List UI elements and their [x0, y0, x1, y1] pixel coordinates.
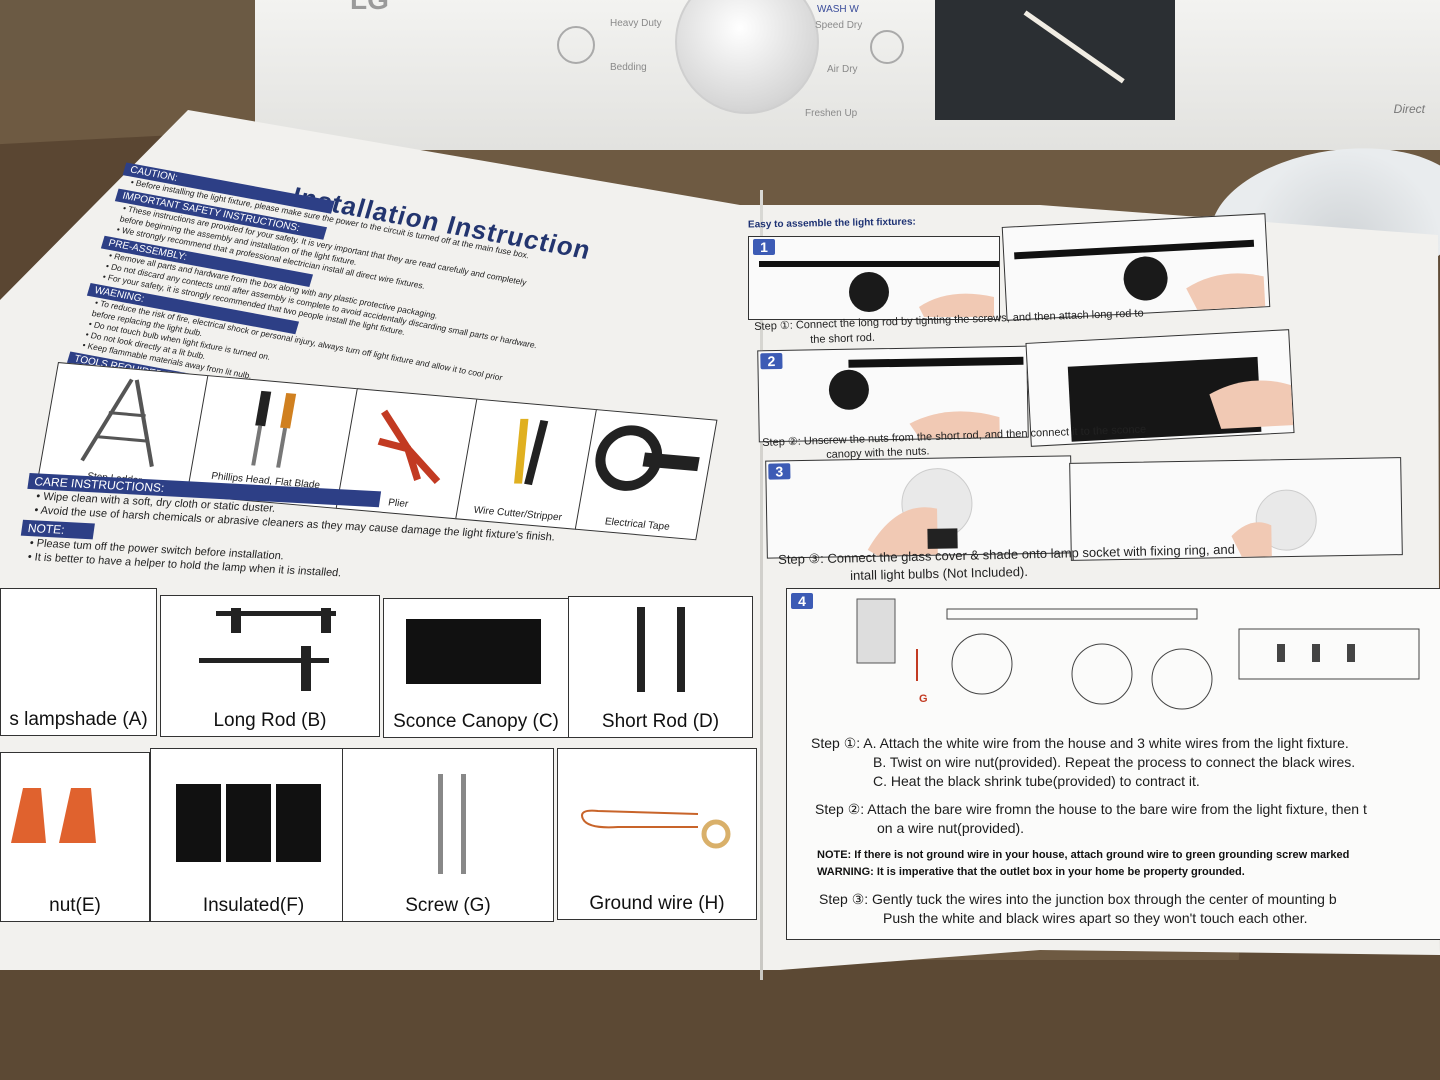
- washer-option: Heavy Duty: [610, 18, 662, 29]
- washer-option: Speed Dry: [815, 20, 863, 31]
- play-pause-icon: [870, 30, 904, 64]
- sheet-fold: [760, 190, 763, 980]
- part-label: s lampshade (A): [9, 709, 148, 730]
- diagram-label-g: G: [919, 693, 928, 705]
- fixture-wiring-diagram: [856, 598, 1420, 710]
- part-label: Long Rod (B): [213, 710, 327, 731]
- step2-photo-b: [1025, 329, 1295, 447]
- step-badge: 2: [760, 352, 783, 370]
- nut-unscrew-photo: [828, 356, 1024, 439]
- wiring-step2: Step ②: Attach the bare wire fromn the h…: [815, 801, 1367, 817]
- canopy-connect-photo: [1067, 356, 1294, 442]
- washer-option: WASH W: [817, 4, 859, 15]
- wiring-step1: Step ①: A. Attach the white wire from th…: [811, 735, 1349, 751]
- wiring-step1: C. Heat the black shrink tube(provided) …: [873, 773, 1200, 789]
- washer-option: Bedding: [610, 62, 647, 73]
- wiring-step3: Push the white and black wires apart so …: [883, 910, 1308, 926]
- wiring-note: NOTE: If there is not ground wire in you…: [817, 849, 1350, 861]
- washer-brand-logo: LG: [350, 0, 389, 16]
- part-label: Ground wire (H): [589, 893, 725, 914]
- washer-option: Freshen Up: [805, 108, 858, 119]
- step-badge: 4: [791, 593, 813, 609]
- ground-wire-icon: [581, 809, 731, 849]
- step-badge: 3: [768, 463, 791, 480]
- tool-step-ladder: Step Ladder: [36, 362, 210, 496]
- wiring-warning: WARNING: It is imperative that the outle…: [817, 866, 1245, 878]
- part-sconce-canopy: Sconce Canopy (C): [383, 598, 569, 738]
- wire-cutter-icon: [514, 418, 549, 486]
- tools-row: Step Ladder Phillips Head, Flat Blade Sc…: [34, 362, 718, 558]
- tool-wire-cutter: Wire Cutter/Stripper: [455, 398, 598, 530]
- washer-control-panel: LG Heavy Duty Bedding WASH W Speed Dry A…: [255, 0, 1440, 150]
- short-rod-icon: [637, 607, 685, 692]
- shrink-tube-icon: [176, 784, 321, 862]
- step2-photo-a: 2: [757, 345, 1029, 443]
- part-short-rod: Short Rod (D): [568, 596, 753, 738]
- part-long-rod: Long Rod (B): [160, 595, 380, 737]
- step-ladder-icon: [80, 378, 154, 468]
- tool-screwdrivers: Phillips Head, Flat Blade Screwdrivers: [186, 375, 359, 509]
- plier-icon: [377, 409, 441, 484]
- part-lampshade: s lampshade (A): [0, 588, 157, 736]
- part-label: Sconce Canopy (C): [393, 711, 559, 732]
- part-screw: Screw (G): [342, 748, 554, 922]
- part-wire-nut: nut(E): [0, 752, 150, 922]
- step-badge: 1: [753, 239, 775, 255]
- washer-direct-label: Direct: [1393, 102, 1425, 116]
- tool-electrical-tape: Electrical Tape: [574, 409, 718, 541]
- part-label: Short Rod (D): [601, 711, 720, 732]
- wiring-step2: on a wire nut(provided).: [877, 820, 1025, 836]
- step1-text: the short rod.: [810, 331, 876, 346]
- step1-photo-b: [1001, 213, 1271, 321]
- rod-assembly-photo: [759, 261, 999, 317]
- step3-photo-b: [1069, 457, 1403, 561]
- screw-icon: [438, 774, 466, 874]
- power-button-icon: [557, 26, 595, 64]
- shade-attach-photo: [1231, 489, 1317, 557]
- screwdriver-icon: [251, 390, 297, 468]
- cardboard-bottom: [0, 960, 1440, 1080]
- rod-screw-photo: [1014, 239, 1266, 310]
- part-label: Insulated(F): [202, 895, 305, 916]
- washer-option: Air Dry: [827, 64, 858, 75]
- canopy-plate: [406, 619, 541, 684]
- tool-plier: Plier: [335, 388, 479, 520]
- wiring-step3: Step ③: Gently tuck the wires into the j…: [819, 891, 1337, 907]
- part-label: nut(E): [49, 895, 101, 916]
- wire-nut-icon: [11, 788, 96, 843]
- electrical-tape-icon: [595, 425, 700, 491]
- part-insulated-tube: Insulated(F): [150, 748, 357, 922]
- washer-display: [935, 0, 1175, 120]
- part-label: Screw (G): [405, 895, 491, 916]
- long-rod-icon: [199, 608, 336, 691]
- step3-photo-a: 3: [765, 455, 1073, 559]
- wiring-section: 4 G Step ①: A. Attach the white wire fro…: [786, 588, 1440, 940]
- glass-shade-photo: [867, 468, 973, 556]
- washer-dial: [675, 0, 819, 114]
- part-ground-wire: Ground wire (H): [557, 748, 757, 920]
- wiring-step1: B. Twist on wire nut(provided). Repeat t…: [873, 754, 1356, 770]
- step1-photo-a: 1: [748, 236, 1000, 320]
